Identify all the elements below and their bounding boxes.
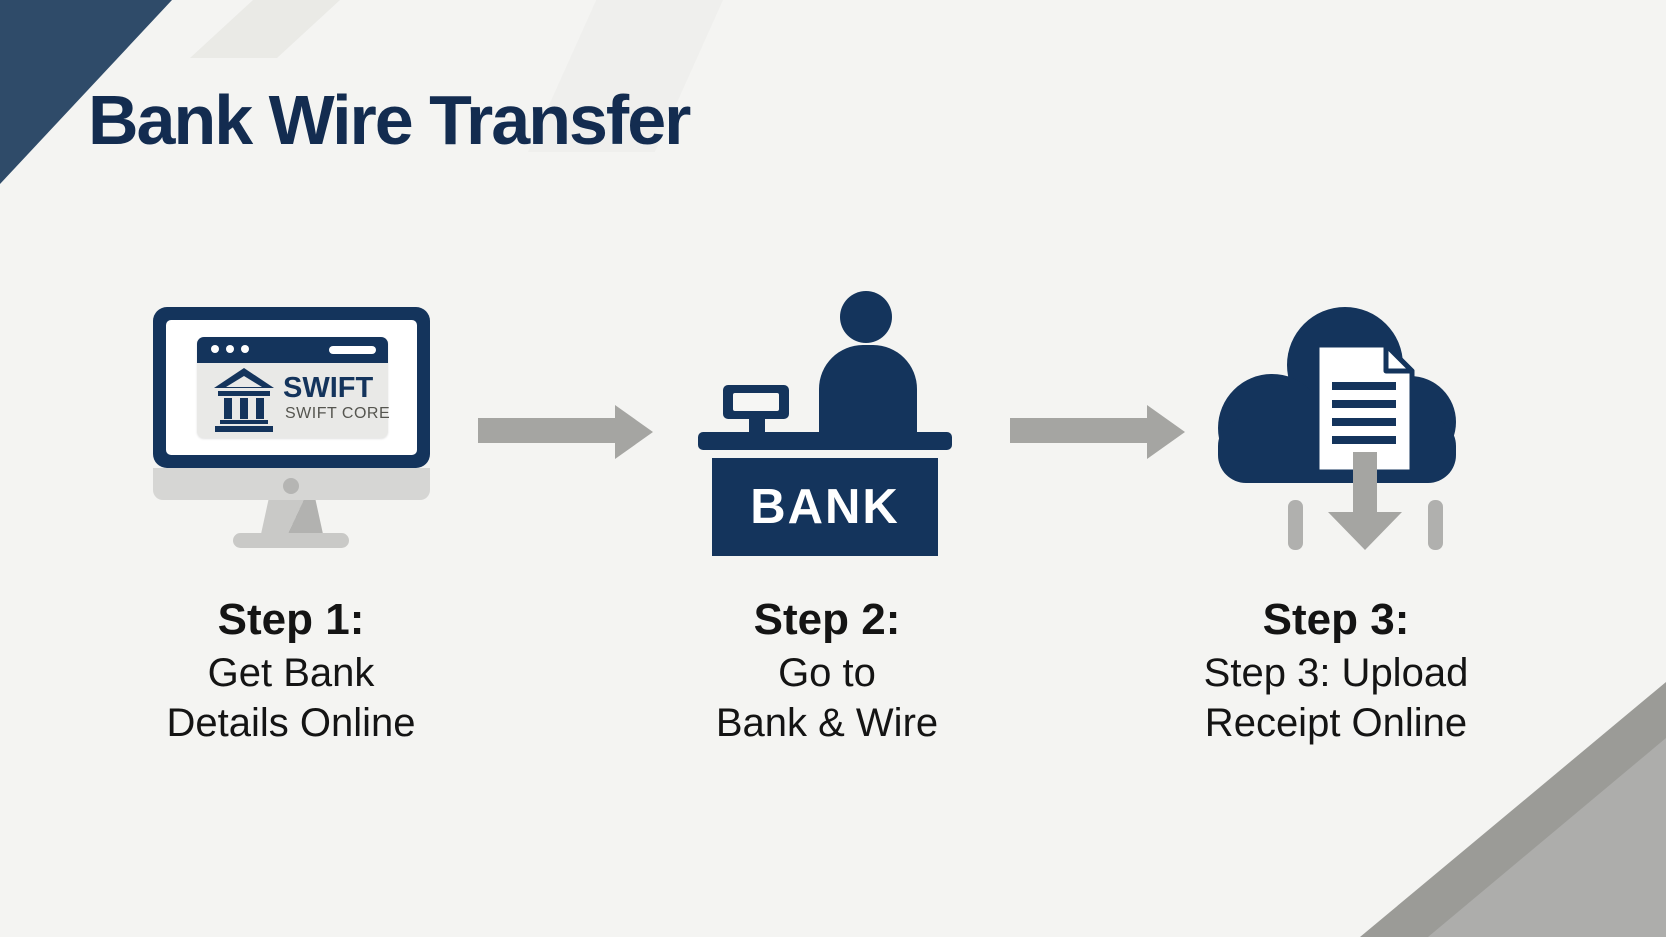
cash-register-screen [733, 393, 779, 411]
down-arrow-icon [1353, 452, 1377, 514]
step-1-line-2: Details Online [166, 701, 416, 745]
teller-body [819, 345, 917, 435]
step-2-line-2: Bank & Wire [715, 701, 939, 745]
step-3-line-2: Receipt Online [1204, 701, 1468, 745]
browser-dot-icon [226, 345, 234, 353]
swift-subtitle-label: SWIFT CORE [285, 405, 391, 422]
teller-head [840, 291, 892, 343]
bank-counter [698, 432, 952, 450]
step-3-caption: Step 3: Step 3: Upload Receipt Online [1204, 592, 1469, 748]
browser-dot-icon [241, 345, 249, 353]
monitor-base [233, 533, 349, 548]
step-1-line-1: Get Bank [207, 651, 375, 695]
cash-register-post [749, 417, 765, 435]
browser-address-bar [329, 346, 376, 354]
monitor-stand [261, 500, 323, 534]
browser-dot-icon [211, 345, 219, 353]
step-1-heading: Step 1: [217, 595, 365, 644]
step-1-caption: Step 1: Get Bank Details Online [166, 592, 415, 748]
bank-building-icon [214, 368, 274, 432]
step-2-line-1: Go to [778, 651, 876, 695]
bank-sign-label: BANK [750, 480, 900, 534]
cloud-upload-icon [1218, 307, 1456, 550]
arrow-right-icon [1010, 405, 1185, 459]
step-3-heading: Step 3: [1262, 595, 1410, 644]
top-diagonal-band [190, 0, 340, 58]
arrow-right-icon [478, 405, 653, 459]
step-2-heading: Step 2: [753, 595, 901, 644]
page-title: Bank Wire Transfer [88, 81, 691, 159]
monitor-button-icon [283, 478, 299, 494]
step-2-caption: Step 2: Go to Bank & Wire [716, 592, 938, 748]
step-3-line-1: Step 3: Upload [1203, 651, 1469, 695]
swift-brand-label: SWIFT [283, 372, 374, 404]
bank-sign: BANK [712, 458, 938, 556]
